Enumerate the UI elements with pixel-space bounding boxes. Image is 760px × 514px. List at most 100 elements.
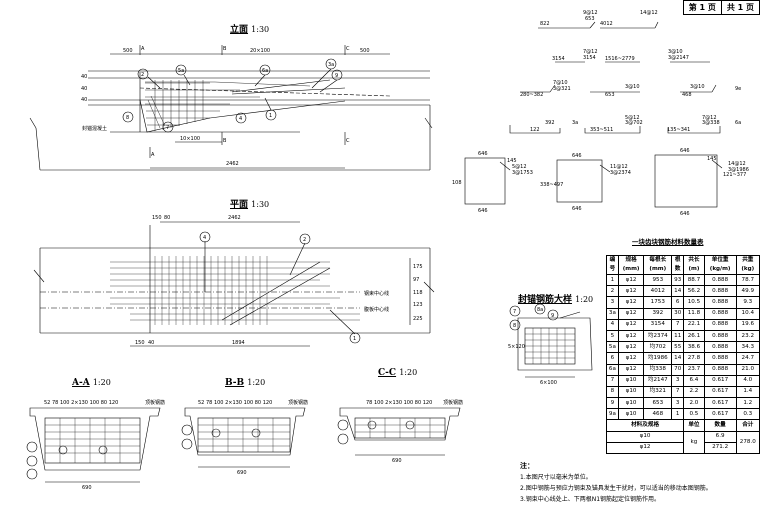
table-cell: 6 <box>606 352 619 365</box>
bar-r2-3154: 3154 <box>552 56 565 62</box>
table-header-cell: 单位重 (kg/m) <box>703 255 737 275</box>
note-2: 2.图中钢筋与预应力钢束及锚具发生干扰时，可以适当的移动本图钢筋。 <box>520 485 712 492</box>
box3-side: 121~377 <box>723 172 746 178</box>
table-cell: 34.3 <box>735 341 760 354</box>
sec-b-label: 顶板钢筋 <box>288 399 308 406</box>
table-cell: 1753 <box>643 296 673 309</box>
section-b <box>181 407 306 468</box>
table-cell: 均702 <box>643 341 673 354</box>
table-cell: φ10 <box>617 385 645 399</box>
section-a-title: A-A 1:20 <box>72 378 111 388</box>
table-cell: 93 <box>671 273 685 287</box>
table-cell: φ10 <box>617 374 645 387</box>
elev-dim-10x100: 10×100 <box>180 136 200 142</box>
bar-r3-280: 280~382 <box>520 92 543 98</box>
summary-cell: 6.9 <box>703 430 737 443</box>
elev-bubble-1: 1 <box>269 113 272 119</box>
box1-1753: 3@1753 <box>512 170 533 176</box>
elev-dim-2462: 2462 <box>226 161 239 167</box>
notes-head: 注： <box>520 462 534 470</box>
box3-145: 145 <box>707 156 717 162</box>
table-cell: 1.4 <box>735 385 760 399</box>
table-cell: 均1986 <box>643 352 673 365</box>
table-cell: φ10 <box>617 397 645 410</box>
table-cell: 0.888 <box>703 363 737 376</box>
elev-dim-20x100: 20×100 <box>250 48 270 54</box>
box3-14at12: 14@12 <box>728 161 746 167</box>
bar-r4-392: 392 <box>545 120 555 126</box>
section-c <box>337 407 461 456</box>
table-cell: 1 <box>606 273 619 287</box>
table-cell: 6 <box>671 296 685 309</box>
plan-view <box>33 221 435 347</box>
notes-block: 注： 1.本图尺寸以毫米为单位。 2.图中钢筋与预应力钢束及锚具发生干扰时，可以… <box>520 461 712 505</box>
bar-r4-338: 3@338 <box>702 120 720 126</box>
table-cell: φ12 <box>617 352 645 365</box>
elev-cut-a-bot: A <box>151 152 155 158</box>
plan-side-dim-4: 123 <box>413 302 423 308</box>
bar-r4-7at12: 7@12 <box>702 115 717 121</box>
table-header-cell: 规格 (mm) <box>617 255 645 275</box>
table-cell: φ12 <box>617 329 645 343</box>
plan-label-tendon: 钢束中心线 <box>364 290 389 297</box>
table-cell: 953 <box>643 273 673 287</box>
table-cell: 70 <box>671 363 685 376</box>
plan-side-dim-1: 175 <box>413 264 423 270</box>
bar-r2-2147: 3@2147 <box>668 55 689 61</box>
table-cell: 9a <box>606 408 619 421</box>
bar-r3-7at10: 7@10 <box>553 80 568 86</box>
plan-dim-40: 40 <box>148 340 154 346</box>
bar-r4-5at12: 5@12 <box>625 115 640 121</box>
table-cell: 26.1 <box>683 329 705 343</box>
anchor-bubble-8: 8 <box>513 323 516 329</box>
sec-a-label: 顶板钢筋 <box>145 399 165 406</box>
table-cell: 4012 <box>643 285 673 298</box>
box2-2374: 3@2374 <box>610 170 631 176</box>
table-cell: 0.888 <box>703 285 737 298</box>
table-cell: 2.0 <box>683 397 705 410</box>
box1-108: 108 <box>452 180 462 186</box>
elev-bubble-9: 9 <box>335 73 338 79</box>
table-cell: φ12 <box>617 285 645 298</box>
bar-r2-7at12: 7@12 <box>583 49 598 55</box>
bar-r1-9at12: 9@12 <box>583 10 598 16</box>
elev-side-dim-2: 40 <box>81 86 87 92</box>
table-cell: 49.9 <box>735 285 760 298</box>
elev-bubble-6a: 6a <box>262 68 268 74</box>
table-cell: 4.0 <box>735 374 760 387</box>
bar-r4-353: 353~511 <box>590 127 613 133</box>
table-cell: φ12 <box>617 307 645 320</box>
anchor-dim-6x100: 6×100 <box>540 380 557 386</box>
sec-b-bottom: 690 <box>237 470 247 476</box>
table-cell: 5 <box>606 329 619 343</box>
elevation-title: 立面 1:30 <box>230 25 270 35</box>
elevation-view <box>29 45 433 171</box>
box3-bot: 646 <box>680 211 690 217</box>
elev-cut-c-bot: C <box>346 138 350 144</box>
section-a <box>26 407 161 483</box>
summary-header-cell: 单位 <box>683 419 705 432</box>
box1-5at12: 5@12 <box>512 164 527 170</box>
table-cell: 2 <box>606 285 619 298</box>
page-total: 共 1 页 <box>720 1 759 14</box>
table-cell: 56.2 <box>683 285 705 298</box>
bar-r3-468: 468 <box>682 92 692 98</box>
table-header-cell: 共重 (kg) <box>735 255 760 275</box>
bar-r2-3at10: 3@10 <box>668 49 683 55</box>
section-c-title: C-C 1:20 <box>378 368 418 378</box>
table-header-cell: 共长 (m) <box>683 255 705 275</box>
elev-bubble-8: 8 <box>126 115 129 121</box>
bar-r4-702: 3@702 <box>625 120 643 126</box>
table-header-cell: 根数 <box>671 255 685 275</box>
material-table: 编号规格 (mm)每根长 (mm)根数共长 (m)单位重 (kg/m)共重 (k… <box>605 255 760 455</box>
elev-dim-500a: 500 <box>123 48 133 54</box>
table-cell: 23.2 <box>735 329 760 343</box>
anchor-bubble-9: 9 <box>551 313 554 319</box>
